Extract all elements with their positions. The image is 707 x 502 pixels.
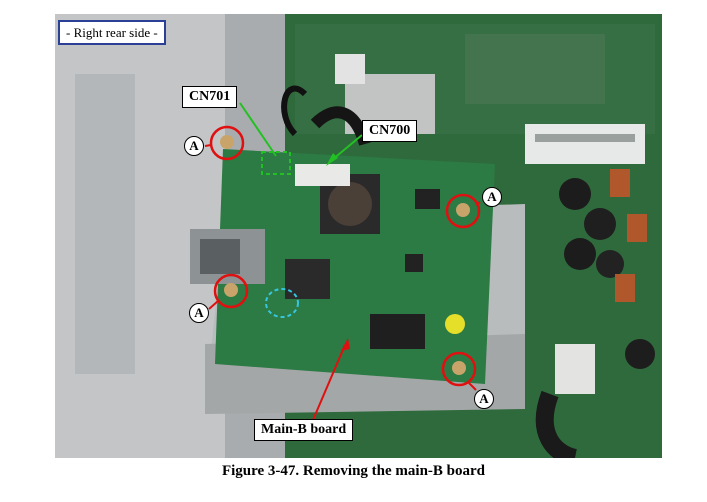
cn701-leader: [239, 102, 277, 157]
main-b-board-label: Main-B board: [254, 419, 354, 441]
view-label: - Right rear side -: [58, 20, 166, 45]
connector-outline: [265, 288, 299, 318]
cn701-outline: [261, 151, 291, 175]
screw-circle: [213, 273, 249, 309]
screw-marker-a: A: [482, 187, 502, 207]
cn700-label: CN700: [362, 120, 418, 142]
cn700-leader: [331, 134, 363, 161]
screw-circle: [445, 193, 481, 229]
screw-marker-a: A: [474, 389, 494, 409]
screw-marker-a: A: [189, 303, 209, 323]
screw-marker-a: A: [184, 136, 204, 156]
figure-caption: Figure 3-47. Removing the main-B board: [221, 463, 486, 479]
screw-circle: [209, 125, 245, 161]
main-b-leader: [312, 344, 346, 421]
screw-circle: [441, 351, 477, 387]
cn701-label: CN701: [182, 86, 238, 108]
